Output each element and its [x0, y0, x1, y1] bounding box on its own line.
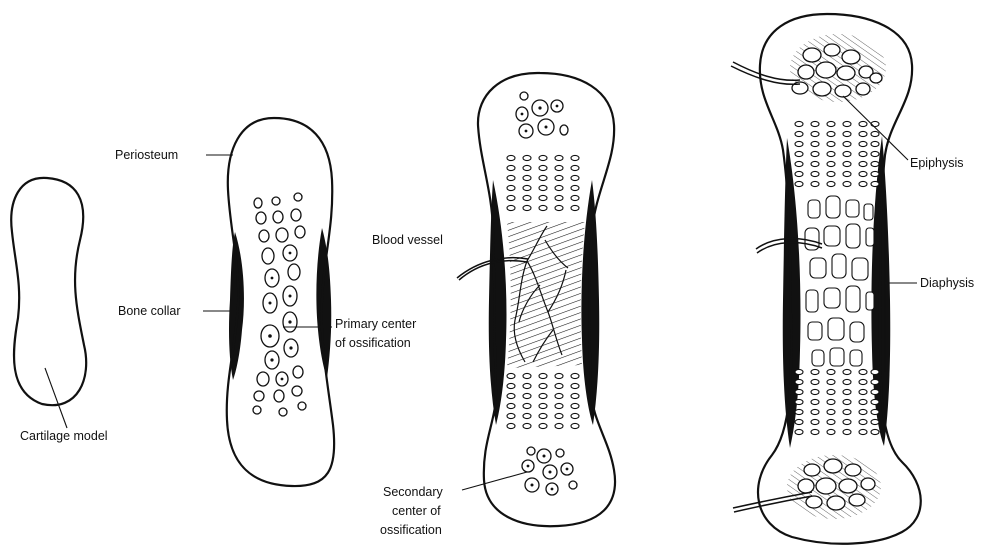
diaphysis-label: Diaphysis: [920, 276, 974, 290]
periosteum-label: Periosteum: [115, 148, 178, 162]
stage4-chondrocyte-rows-top: [795, 121, 879, 186]
stage-primary-center: Periosteum Bone collar Primary center of…: [115, 118, 416, 486]
primary-center-label-line1: Primary center: [335, 317, 416, 331]
epiphysis-label: Epiphysis: [910, 156, 964, 170]
stage3-top-cells: [516, 92, 568, 138]
stage-cartilage-model: Cartilage model: [11, 178, 107, 443]
cartilage-model-leader: [45, 368, 67, 428]
stage3-chondrocyte-rows-top: [507, 155, 579, 210]
stage4-spongy-bone: [805, 196, 874, 366]
primary-center-cells: [253, 193, 306, 416]
bone-collar-label: Bone collar: [118, 304, 181, 318]
stage-secondary-center: Blood vessel Secondary center of ossific…: [372, 73, 615, 537]
epiphysis-leader: [843, 96, 908, 160]
secondary-center-label-line2: center of: [392, 504, 441, 518]
secondary-center-label-line3: ossification: [380, 523, 442, 537]
blood-vessel-label: Blood vessel: [372, 233, 443, 247]
stage4-chondrocyte-rows-bottom: [795, 369, 879, 434]
primary-center-label-line2: of ossification: [335, 336, 411, 350]
secondary-center-leader: [462, 472, 527, 490]
stage3-chondrocyte-rows-bottom: [507, 373, 579, 428]
stage3-bottom-cells: [522, 447, 577, 495]
secondary-center-label-line1: Secondary: [383, 485, 444, 499]
hatched-diaphysis-stage3: [507, 222, 585, 368]
cartilage-model-label: Cartilage model: [20, 429, 108, 443]
cartilage-model-outline: [11, 178, 86, 405]
stage-epiphysis-diaphysis: Epiphysis Diaphysis: [731, 14, 974, 544]
